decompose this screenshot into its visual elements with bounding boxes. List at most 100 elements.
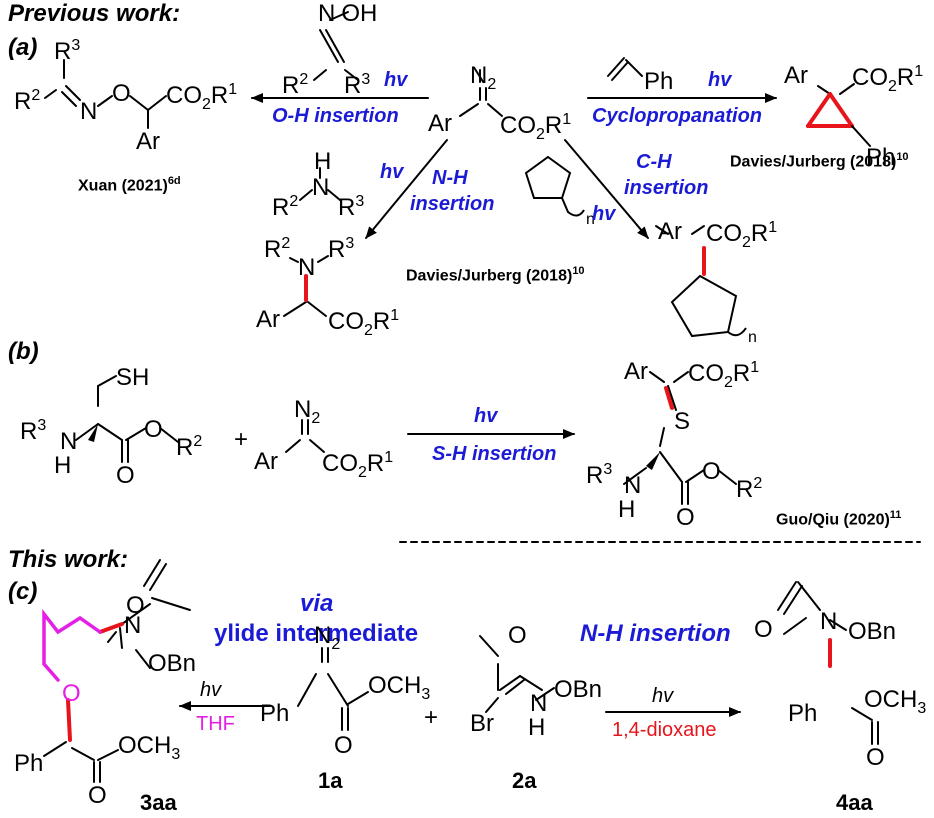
oh-product-o: O	[112, 80, 131, 107]
cys-r2-label: R2	[176, 433, 203, 461]
p3aa-ether-o: O	[62, 680, 81, 707]
p3aa-ester-o: O	[88, 782, 107, 809]
nh-insertion-c-label: N-H insertion	[580, 620, 731, 647]
oh-product-r2: R2	[14, 87, 41, 115]
arrow-nh-insertion	[365, 139, 448, 239]
nh-product-ar: Ar	[256, 306, 280, 333]
citation-davies-mid: Davies/Jurberg (2018)10	[406, 265, 585, 285]
compound-1a: 1a	[318, 768, 343, 793]
highlight-oc-bond-3aa	[66, 698, 72, 742]
highlight-sh-bond	[664, 386, 674, 410]
oh-product-r3: R3	[54, 37, 81, 65]
oxime-r3-label: R3	[344, 71, 371, 99]
ylide-intermediate-label: ylide intermediate	[214, 620, 419, 647]
amine-h-label: H	[314, 148, 332, 175]
sh-product-ar: Ar	[624, 358, 648, 385]
styrene-ph-label: Ph	[644, 68, 674, 95]
p2a-obn: OBn	[554, 676, 603, 703]
nh-label-line2: insertion	[410, 193, 495, 215]
highlight-cyclopropane-1	[806, 92, 832, 128]
hv-label-dioxane: hv	[652, 685, 674, 707]
ch-product-co2r1: CO2R1	[706, 219, 778, 251]
p4aa-och3: OCH3	[864, 686, 927, 717]
p4aa-obn: OBn	[848, 618, 897, 645]
cyclo-product-co2r1: CO2R1	[852, 63, 924, 95]
p1a-ph: Ph	[260, 700, 290, 727]
p1a-och3: OCH3	[368, 672, 431, 703]
oh-product-n: N	[80, 98, 98, 125]
panel-b-label: (b)	[8, 338, 39, 365]
sh-product-r2: R2	[736, 475, 763, 503]
previous-work-heading: Previous work:	[8, 0, 181, 27]
plus-sign-c: +	[424, 704, 439, 731]
this-work-heading: This work:	[8, 546, 129, 573]
compound-4aa: 4aa	[836, 790, 873, 815]
diazo-co2r1-label: CO2R1	[500, 111, 572, 143]
p1a-n2: N2	[314, 622, 341, 653]
diazo-b-n2: N2	[294, 396, 321, 427]
nh-product-r3: R3	[328, 235, 355, 263]
amine-r2-label: R2	[272, 193, 299, 221]
wedge-bond-product	[646, 452, 660, 470]
sh-product-co2r1: CO2R1	[688, 359, 760, 391]
amine-n-label: N	[312, 174, 330, 201]
cys-r3-label: R3	[20, 417, 47, 445]
cys-n-label: N	[60, 428, 78, 455]
p3aa-carbonyl-o: O	[126, 592, 145, 619]
panel-c-label: (c)	[8, 578, 38, 605]
sh-product-carbonyl-o: O	[676, 504, 695, 531]
thf-label: THF	[196, 713, 235, 735]
highlight-cyclopropane-2	[828, 92, 854, 128]
p4aa-carbonyl-o: O	[754, 616, 773, 643]
highlight-cn-bond-3aa	[98, 622, 124, 634]
hv-label-ch: hv	[592, 203, 616, 225]
cyclopropanation-label: Cyclopropanation	[592, 105, 763, 127]
oh-product-co2r1: CO2R1	[166, 81, 238, 113]
compound-2a: 2a	[512, 768, 537, 793]
cys-sh-label: SH	[116, 364, 150, 391]
oh-product-ar: Ar	[136, 128, 160, 155]
ch-product-ar: Ar	[658, 218, 682, 245]
hv-label-thf: hv	[200, 679, 222, 701]
p4aa-n: N	[820, 608, 838, 635]
nh-product-r2: R2	[264, 235, 291, 263]
citation-davies-top: Davies/Jurberg (2018)10	[730, 151, 909, 171]
cys-carbonyl-o: O	[116, 462, 135, 489]
highlight-butyl-chain	[42, 608, 102, 682]
oh-insertion-label: O-H insertion	[272, 105, 399, 127]
arrow-ch-insertion	[564, 139, 649, 239]
plus-sign-b: +	[234, 426, 249, 453]
hv-label-nh: hv	[380, 161, 404, 183]
p3aa-obn: OBn	[148, 650, 197, 677]
p1a-ester-o: O	[334, 732, 353, 759]
cyclo-product-ph: Ph	[866, 144, 896, 171]
diazo-b-ar: Ar	[254, 448, 278, 475]
sh-product-n: N	[624, 472, 642, 499]
panel-a-label: (a)	[8, 34, 38, 61]
oxime-r2-label: R2	[282, 71, 309, 99]
wedge-bond-cys	[88, 424, 98, 442]
diazo-n2-label: N2	[470, 62, 497, 93]
hv-label-oh: hv	[384, 69, 408, 91]
p3aa-n: N	[124, 612, 142, 639]
sh-product-h: H	[618, 496, 636, 523]
ch-label-line2: insertion	[624, 177, 709, 199]
citation-xuan: Xuan (2021)6d	[78, 175, 181, 195]
p2a-h: H	[528, 714, 546, 741]
p3aa-ph: Ph	[14, 750, 44, 777]
ch-label-line1: C-H	[636, 151, 672, 173]
via-label: via	[300, 590, 334, 617]
citation-guo: Guo/Qiu (2020)11	[776, 509, 902, 529]
cyclo-product-ar: Ar	[784, 62, 808, 89]
p4aa-ph: Ph	[788, 700, 818, 727]
cys-h-label: H	[54, 452, 72, 479]
cys-o-label: O	[144, 416, 163, 443]
sh-insertion-label: S-H insertion	[432, 443, 557, 465]
diazo-ar-label: Ar	[428, 110, 452, 137]
p2a-n: N	[530, 690, 548, 717]
ch-product-n-label: n	[748, 329, 757, 346]
p2a-br: Br	[470, 710, 494, 737]
